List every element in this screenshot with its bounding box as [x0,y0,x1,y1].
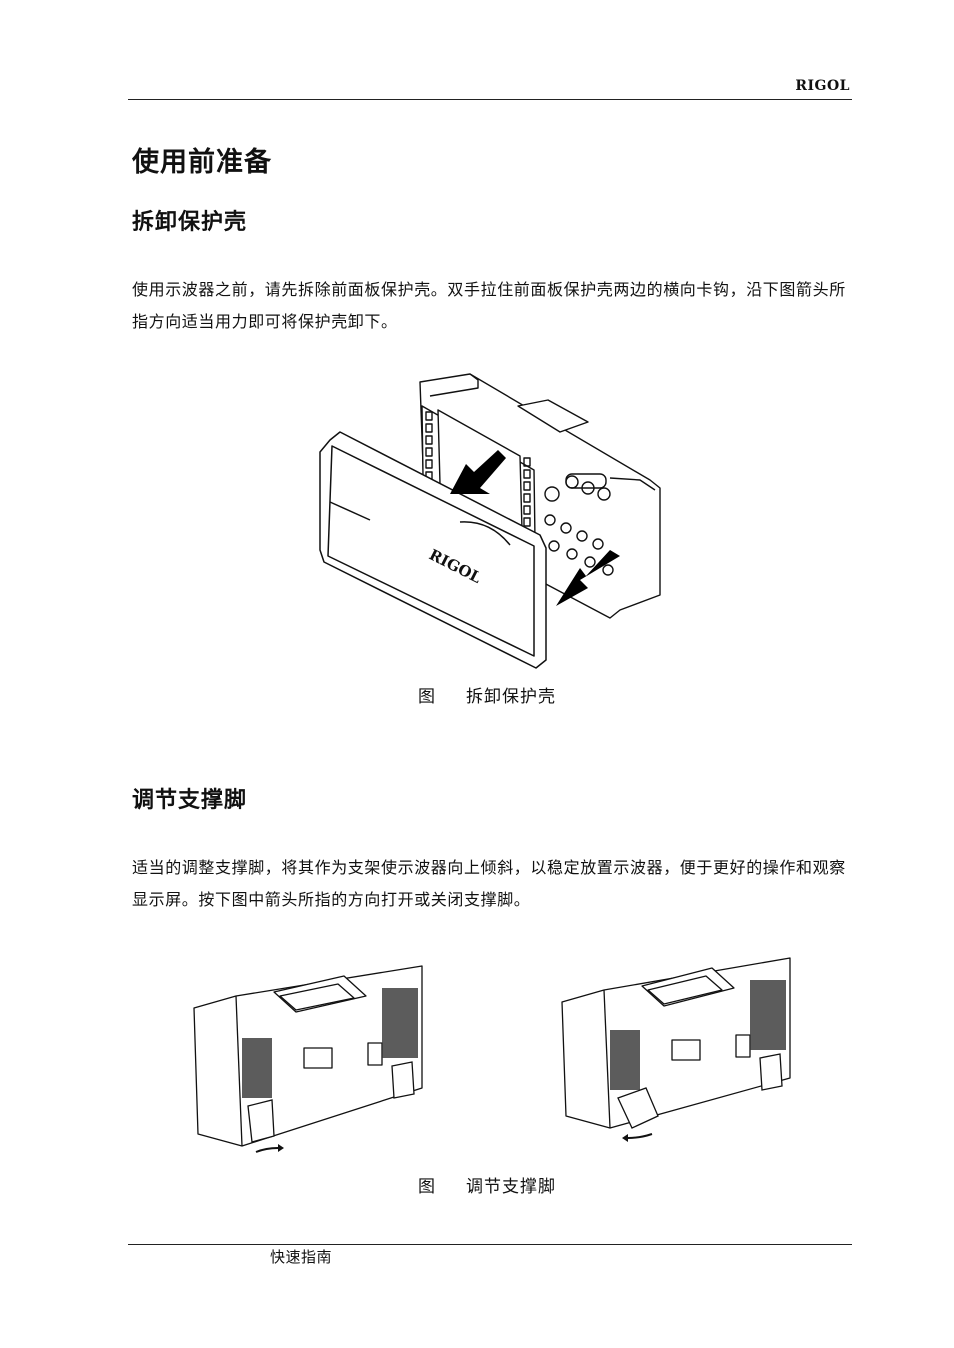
figure-caption-text: 拆卸保护壳 [466,687,556,707]
figure-support-feet-closed [193,965,423,1153]
protective-cover [319,431,547,669]
footer-text: 快速指南 [270,1248,333,1266]
figure-caption-support-feet: 图 调节支撑脚 [418,1172,556,1197]
figure-caption-remove-cover: 图 拆卸保护壳 [418,682,556,707]
rotate-arrow-icon [255,1147,279,1153]
section-heading-support-feet: 调节支撑脚 [132,788,248,813]
footer-rule [128,1244,852,1245]
figure-caption-text: 调节支撑脚 [466,1177,556,1197]
page-title: 使用前准备 [132,147,272,178]
rotate-arrow-icon [627,1133,653,1139]
figure-label: 图 [418,687,436,707]
figure-remove-cover: RIGOL [319,373,661,669]
arrow-left-icon [450,450,506,494]
support-foot-left [247,1099,275,1143]
section-paragraph-support-feet: 适当的调整支撑脚，将其作为支架使示波器向上倾斜，以稳定放置示波器，便于更好的操作… [132,858,846,909]
support-foot-right [617,1087,659,1129]
section-paragraph-remove-cover: 使用示波器之前，请先拆除前面板保护壳。双手拉住前面板保护壳两边的横向卡钩，沿下图… [132,280,846,331]
header-rule [128,99,852,100]
header-brand: RIGOL [795,78,850,94]
arrow-right-icon [556,550,620,606]
figure-label: 图 [418,1177,436,1197]
section-heading-remove-cover: 拆卸保护壳 [132,210,248,235]
figure-support-feet-open [561,957,791,1142]
